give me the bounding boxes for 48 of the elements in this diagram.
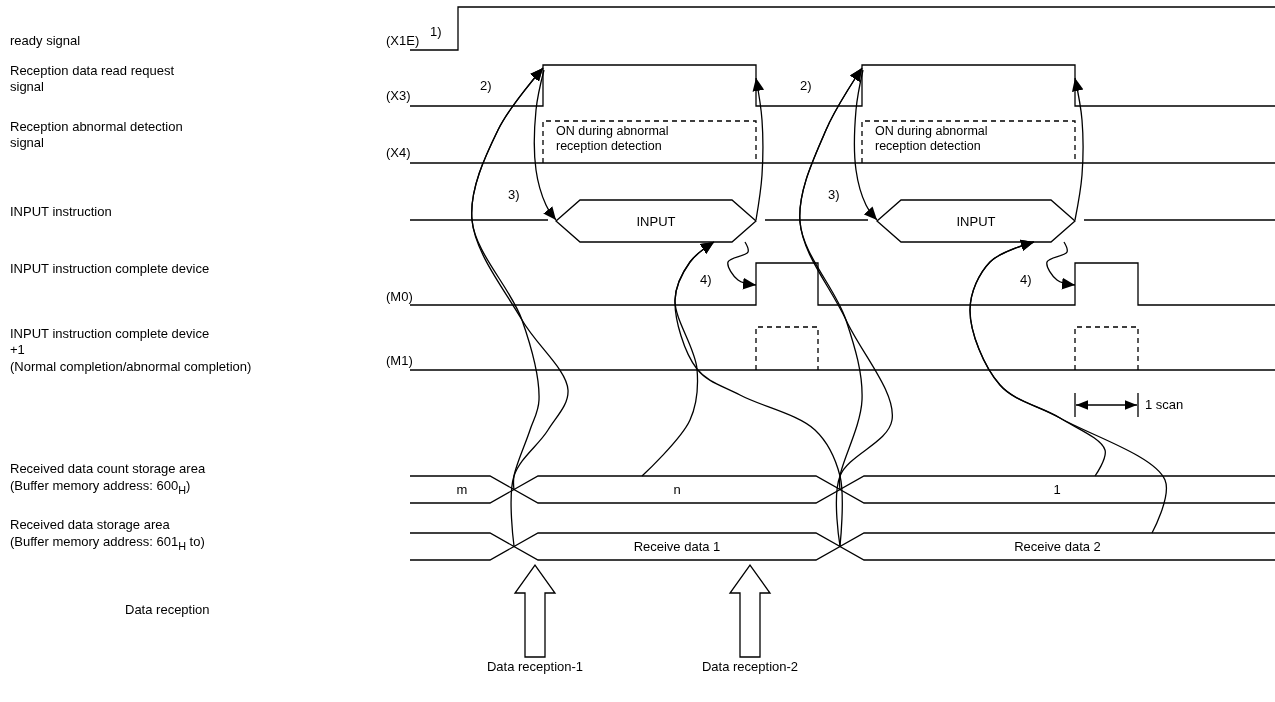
data-segment: Receive data 2 xyxy=(840,533,1275,560)
signal-name: (Normal completion/abnormal completion) xyxy=(10,359,252,375)
step-number: 2) xyxy=(800,78,812,94)
step-number: 4) xyxy=(1020,272,1032,288)
area-name: Received data storage area xyxy=(10,517,170,533)
area-name: (Buffer memory address: 601$_{H}$ to) xyxy=(10,534,205,554)
device-label: (X3) xyxy=(386,88,411,104)
reception-caption: Data reception-1 xyxy=(477,657,593,675)
data-segment: n xyxy=(514,476,840,503)
curved-arrow xyxy=(752,77,765,221)
curved-arrow xyxy=(1071,77,1084,221)
device-label: (X4) xyxy=(386,145,411,161)
scan-label: 1 scan xyxy=(1145,397,1184,413)
step-number: 1) xyxy=(430,24,442,40)
detection-note: ON during abnormal reception detection xyxy=(875,124,1025,161)
device-label: (M0) xyxy=(386,289,413,305)
signal-name: Reception abnormal detection signal xyxy=(10,119,184,151)
curved-arrow xyxy=(533,69,557,221)
device-label: (M1) xyxy=(386,353,413,369)
device-label: (X1E) xyxy=(386,33,420,49)
caption-text: Data reception xyxy=(125,602,210,618)
data-segment: m xyxy=(410,476,514,503)
curved-arrow xyxy=(471,67,569,547)
step-number: 3) xyxy=(828,187,840,203)
curved-arrow xyxy=(853,69,878,221)
data-segment: Receive data 1 xyxy=(514,533,840,560)
step-number: 2) xyxy=(480,78,492,94)
data-segment: 1 xyxy=(840,476,1130,503)
curved-arrow xyxy=(799,67,893,547)
detection-note: ON during abnormal reception detection xyxy=(556,124,706,161)
instruction-hexagon: INPUT xyxy=(877,200,1075,242)
signal-name: INPUT instruction xyxy=(10,204,112,220)
reception-caption: Data reception-2 xyxy=(692,657,808,675)
area-name: Received data count storage area xyxy=(10,461,206,477)
curved-arrow xyxy=(674,241,843,547)
area-name: (Buffer memory address: 600$_{H}$) xyxy=(10,478,191,498)
signal-name: ready signal xyxy=(10,33,81,49)
hollow-arrow xyxy=(728,563,772,658)
curved-arrow xyxy=(1046,241,1076,290)
step-number: 4) xyxy=(700,272,712,288)
step-number: 3) xyxy=(508,187,520,203)
curved-arrow xyxy=(969,239,1168,534)
signal-name: INPUT instruction complete device xyxy=(10,261,210,277)
instruction-hexagon: INPUT xyxy=(556,200,756,242)
signal-name: Reception data read request signal xyxy=(10,63,176,95)
curved-arrow xyxy=(727,241,757,290)
hollow-arrow xyxy=(513,563,557,658)
signal-name: INPUT instruction complete device +1 xyxy=(10,326,211,358)
